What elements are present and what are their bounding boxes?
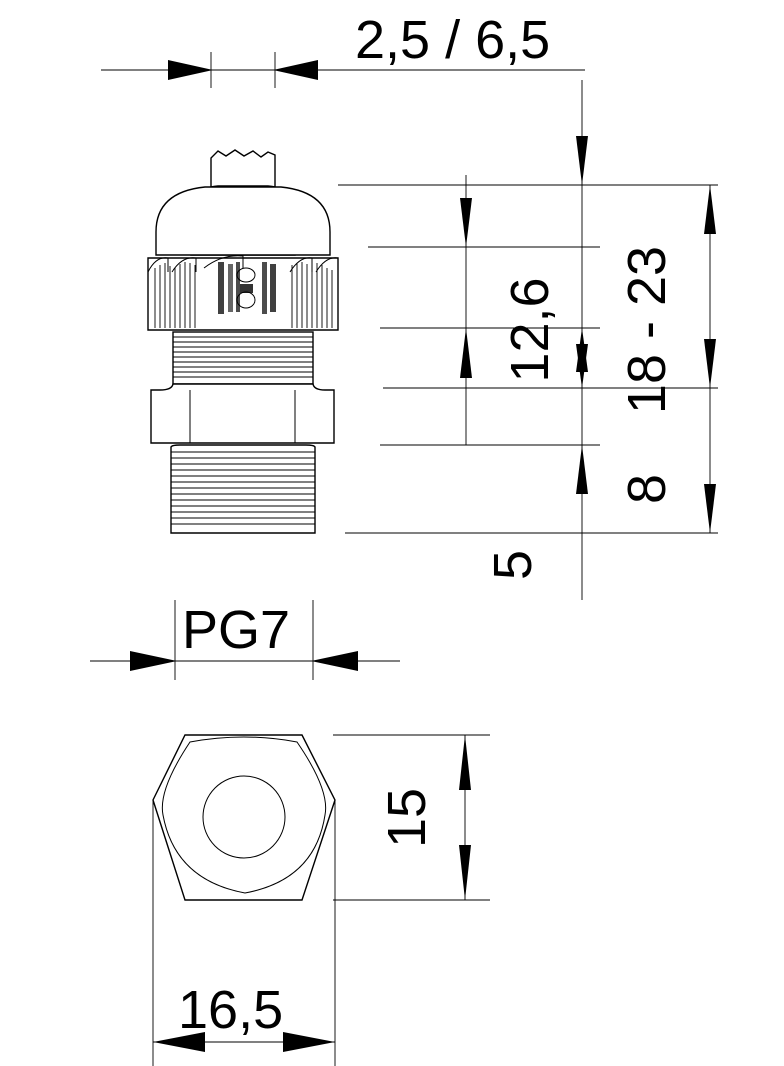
arrowhead-dim8-upper [576, 445, 588, 494]
upper-thread-lines [173, 336, 313, 378]
dimension-pg7 [90, 600, 400, 680]
dimension-18-23 [704, 185, 716, 533]
side-view-cable-gland [147, 149, 339, 534]
hex-outer [152, 734, 336, 901]
hex-inner-outline [161, 736, 327, 894]
bore-circle [202, 775, 286, 859]
arrowhead-bottom [459, 845, 471, 900]
dimension-12-6 [460, 175, 472, 445]
dimension-16-5 [152, 800, 336, 1066]
arrowhead-cap-top [576, 136, 588, 185]
nut-center-marking [218, 262, 276, 314]
dome-cap-outer [155, 186, 331, 256]
lower-thread-section [170, 444, 316, 534]
dimension-label-15: 15 [377, 788, 437, 848]
dimension-line-center-vertical [576, 80, 588, 600]
arrowhead-extra [704, 484, 716, 533]
cable-stub [210, 149, 276, 189]
lower-thread-lines [171, 451, 315, 525]
arrowhead-top [459, 735, 471, 790]
dimension-15 [333, 734, 490, 901]
hex-shoulder [150, 383, 335, 444]
arrowhead-lower [460, 328, 472, 378]
end-view-hex-nut [152, 734, 336, 901]
knurl-lines-left [154, 262, 196, 328]
arrowhead-left [168, 60, 213, 80]
arrowhead-gap-upper [576, 344, 588, 388]
dimension-label-top: 2,5 / 6,5 [355, 10, 550, 70]
arrowhead-top [704, 185, 716, 234]
dimension-label-5: 5 [483, 550, 543, 580]
arrowhead-upper [460, 198, 472, 247]
arrowhead-right [311, 651, 358, 671]
dimension-label-12-6: 12,6 [500, 277, 560, 382]
nut-scallop-3 [203, 255, 244, 269]
nut-scallop-5 [315, 257, 339, 273]
extension-lines-side-view [338, 184, 718, 534]
dimension-label-16-5: 16,5 [178, 980, 283, 1040]
arrowhead-right [273, 60, 318, 80]
nut-scallop-1 [147, 257, 169, 273]
dimension-label-pg7: PG7 [182, 600, 290, 660]
arrowhead-bottom [704, 339, 716, 388]
knurled-nut [147, 257, 339, 331]
knurl-lines-right [291, 262, 333, 328]
dimension-label-8: 8 [617, 474, 677, 504]
arrowhead-right [283, 1032, 335, 1052]
arrowhead-left [153, 1032, 205, 1052]
dimension-top-clamping-range [101, 52, 585, 88]
nut-scallop-2 [171, 257, 197, 273]
upper-thread-section [172, 331, 314, 385]
arrowhead-left [130, 651, 177, 671]
dimension-label-18-23: 18 - 23 [617, 246, 677, 414]
